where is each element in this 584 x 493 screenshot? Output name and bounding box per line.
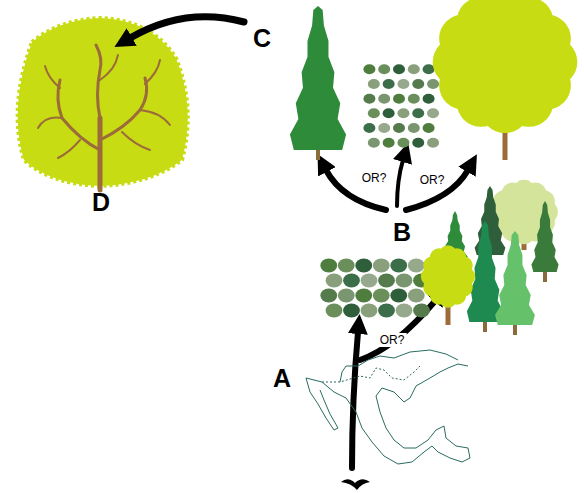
stage-letter: B xyxy=(393,220,411,245)
stage-letter: A xyxy=(273,366,291,391)
choice-label: OR? xyxy=(378,333,407,347)
bird xyxy=(341,479,370,490)
tree-d xyxy=(18,18,188,190)
stage-letter: D xyxy=(92,190,110,215)
choice-label: OR? xyxy=(360,171,389,185)
choice-label: OR? xyxy=(418,173,447,187)
trees xyxy=(290,0,577,335)
stage-letter: C xyxy=(253,26,271,51)
map-outline xyxy=(306,350,470,464)
arrows xyxy=(130,17,468,468)
